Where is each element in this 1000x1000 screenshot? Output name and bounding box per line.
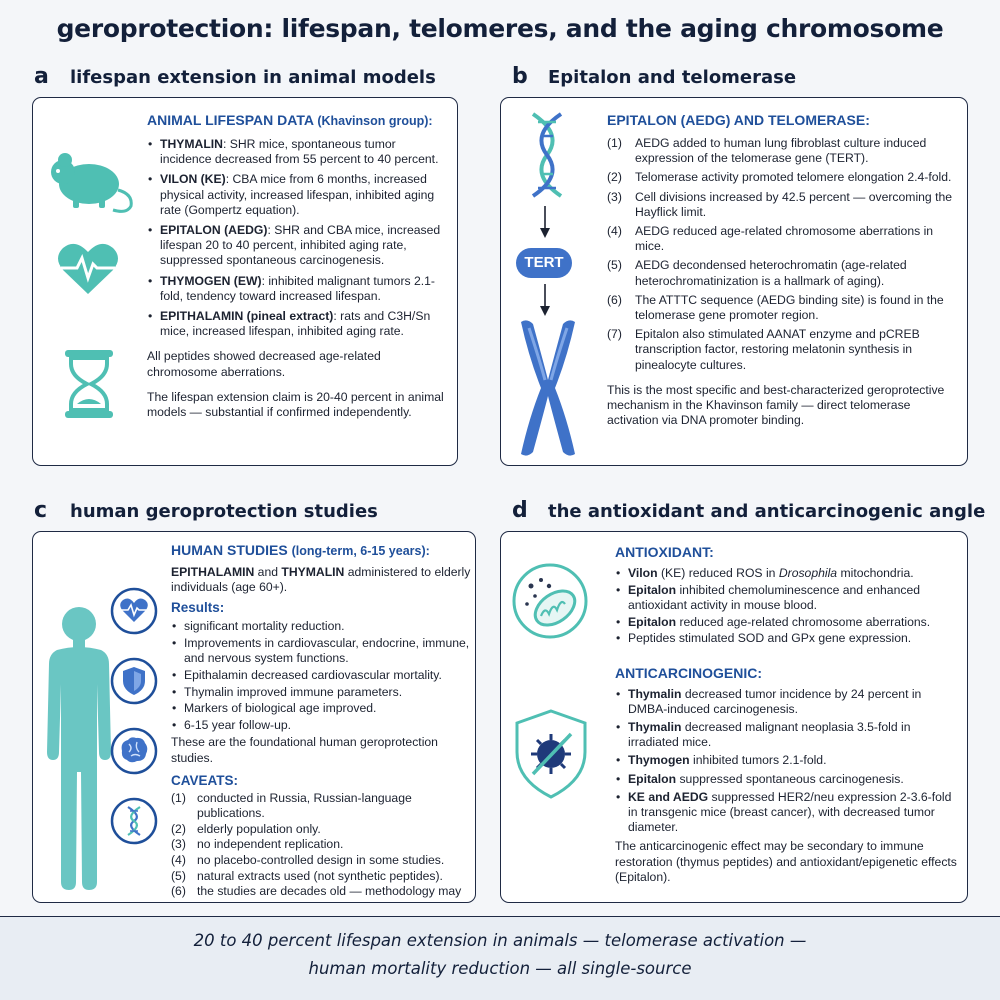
section-a-title: lifespan extension in animal models [70,67,436,88]
dna-icon [531,112,563,198]
human-intro: EPITHALAMIN and THYMALIN administered to… [171,565,471,595]
mouse-icon [51,153,133,213]
panel-a-title: ANIMAL LIFESPAN DATA (Khavinson group): [147,112,433,128]
list-item: Thymogen inhibited tumors 2.1-fold. [615,753,959,768]
panel-c: HUMAN STUDIES (long-term, 6-15 years): E… [32,531,476,903]
section-b-title: Epitalon and telomerase [548,67,797,88]
results-list: significant mortality reduction. Improve… [171,619,471,733]
footer-line-1: 20 to 40 percent lifespan extension in a… [193,931,807,950]
list-item: EPITALON (AEDG): SHR and CBA mice, incre… [147,223,447,269]
list-item: 6-15 year follow-up. [171,718,471,733]
arrow-down-icon [540,284,550,316]
section-b-letter: b [512,64,528,89]
panel-d: ANTIOXIDANT: Vilon (KE) reduced ROS in D… [500,531,968,903]
list-item: VILON (KE): CBA mice from 6 months, incr… [147,172,447,218]
section-d-header: d the antioxidant and anticarcinogenic a… [512,498,985,523]
shield-circle-icon [110,657,158,705]
list-item: (4)AEDG reduced age-related chromosome a… [607,224,934,254]
dna-circle-icon [110,797,158,845]
list-item: (2)Telomerase activity promoted telomere… [607,170,952,185]
footer-banner: 20 to 40 percent lifespan extension in a… [0,916,1000,1000]
panel-d-para: The anticarcinogenic effect may be secon… [615,839,957,884]
list-item: THYMALIN: SHR mice, spontaneous tumor in… [147,137,447,167]
section-a-header: a lifespan extension in animal models [34,64,436,89]
list-item: (5)AEDG decondensed heterochromatin (age… [607,258,907,288]
list-item: (7)Epitalon also stimulated AANAT enzyme… [607,327,920,372]
footer-line-2: human mortality reduction — all single-s… [308,959,692,978]
hourglass-icon [65,350,113,418]
list-item: (1)AEDG added to human lung fibroblast c… [607,136,927,166]
list-item: (5)natural extracts used (not synthetic … [171,868,443,883]
panel-b: EPITALON (AEDG) AND TELOMERASE: (1)AEDG … [500,97,968,466]
list-item: Thymalin improved immune parameters. [171,685,471,700]
mitochondria-icon [512,563,588,639]
panel-b-para: This is the most specific and best-chara… [607,382,945,428]
page-title: geroprotection: lifespan, telomeres, and… [56,14,944,43]
list-item: Epitalon reduced age-related chromosome … [615,615,959,630]
list-item: (2)elderly population only. [171,821,321,836]
caveats-title: CAVEATS: [171,772,238,788]
list-item: THYMOGEN (EW): inhibited malignant tumor… [147,274,447,304]
animal-data-list: THYMALIN: SHR mice, spontaneous tumor in… [147,137,447,339]
list-item: Epitalon inhibited chemoluminescence and… [615,583,959,613]
antioxidant-list: Vilon (KE) reduced ROS in Drosophila mit… [615,566,959,647]
list-item: Markers of biological age improved. [171,701,471,716]
heart-circle-icon [110,587,158,635]
list-item: (6)the studies are decades old — methodo… [171,884,462,902]
panel-a-para1: All peptides showed decreased age-relate… [147,349,381,379]
arrow-down-icon [540,206,550,238]
tert-badge: TERT [516,248,572,278]
list-item: (6)The ATTTC sequence (AEDG binding site… [607,292,944,323]
section-c-header: c human geroprotection studies [34,498,378,523]
section-c-letter: c [34,498,48,523]
list-item: Epithalamin decreased cardiovascular mor… [171,668,471,683]
telomerase-list: (1)AEDG added to human lung fibroblast c… [607,136,957,373]
list-item: Vilon (KE) reduced ROS in Drosophila mit… [615,566,959,581]
panel-a-para2: The lifespan extension claim is 20-40 pe… [147,389,444,420]
panel-c-title: HUMAN STUDIES (long-term, 6-15 years): [171,542,430,558]
list-item: Improvements in cardiovascular, endocrin… [171,636,471,666]
section-c-title: human geroprotection studies [70,501,378,522]
list-item: (3)no independent replication. [171,837,344,852]
anticarcinogenic-title: ANTICARCINOGENIC: [615,664,762,681]
section-d-title: the antioxidant and anticarcinogenic ang… [548,501,986,522]
brain-circle-icon [110,727,158,775]
virus-shield-icon [515,709,587,799]
list-item: EPITHALAMIN (pineal extract): rats and C… [147,309,447,339]
list-item: Thymalin decreased tumor incidence by 24… [615,687,959,717]
antioxidant-title: ANTIOXIDANT: [615,544,714,560]
caveats-list: (1)conducted in Russia, Russian-language… [171,790,471,902]
results-title: Results: [171,600,225,616]
anticarcinogenic-list: Thymalin decreased tumor incidence by 24… [615,687,959,836]
list-item: significant mortality reduction. [171,619,471,634]
list-item: Epitalon suppressed spontaneous carcinog… [615,772,959,787]
heart-pulse-icon [58,243,118,294]
human-note: These are the foundational human geropro… [171,735,438,765]
list-item: (1)conducted in Russia, Russian-language… [171,790,412,820]
list-item: (4)no placebo-controlled design in some … [171,853,445,868]
chromosome-icon [521,320,575,456]
human-silhouette-icon [47,607,111,890]
list-item: KE and AEDG suppressed HER2/neu expressi… [615,790,959,836]
panel-b-title: EPITALON (AEDG) AND TELOMERASE: [607,112,870,128]
list-item: Thymalin decreased malignant neoplasia 3… [615,720,959,750]
section-d-letter: d [512,498,528,523]
list-item: (3)Cell divisions increased by 42.5 perc… [607,189,953,219]
panel-a: ANIMAL LIFESPAN DATA (Khavinson group): … [32,97,458,466]
section-b-header: b Epitalon and telomerase [512,64,796,89]
section-a-letter: a [34,64,49,89]
list-item: Peptides stimulated SOD and GPx gene exp… [615,631,959,646]
